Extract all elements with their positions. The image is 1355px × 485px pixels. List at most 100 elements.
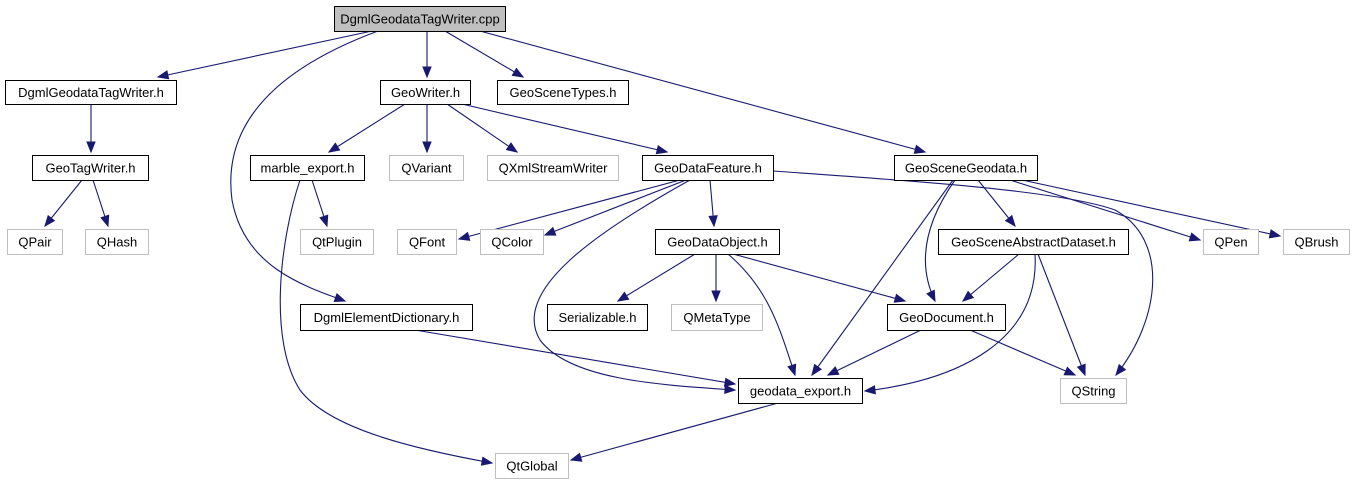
arrowhead-icon <box>961 290 975 302</box>
node-box[interactable] <box>887 304 1006 331</box>
arrowhead-icon <box>327 142 341 153</box>
node-box[interactable] <box>938 229 1129 255</box>
arrowhead-icon <box>156 70 170 80</box>
arrowhead-icon <box>616 291 630 302</box>
arrowhead-icon <box>1115 363 1127 377</box>
nodes-layer: DgmlGeodataTagWriter.cppDgmlGeodataTagWr… <box>5 6 1350 479</box>
node-geodataobject-h[interactable]: GeoDataObject.h <box>655 229 780 255</box>
node-label: QMetaType <box>683 310 750 325</box>
edge-geodatafeature_h-to-qstring <box>772 170 1154 377</box>
edge-line <box>1009 179 1201 241</box>
node-dgmlgeodatatagwriter-h[interactable]: DgmlGeodataTagWriter.h <box>5 80 177 105</box>
node-geotagwriter-h[interactable]: GeoTagWriter.h <box>32 155 149 181</box>
arrowhead-icon <box>1188 232 1202 242</box>
node-label: GeoSceneTypes.h <box>510 85 617 100</box>
edge-line <box>279 179 493 464</box>
node-qstring: QString <box>1060 378 1127 404</box>
edge-marble_export_h-to-qtplugin <box>311 179 329 228</box>
edge-dgmlelementdictionary_h-to-geodata_export_h <box>414 329 737 387</box>
arrowhead-icon <box>333 293 347 302</box>
edge-root-to-geowriter_h <box>422 31 432 79</box>
arrowhead-icon <box>723 377 737 387</box>
node-box[interactable] <box>642 155 774 181</box>
edge-geodataobject_h-to-serializable_h <box>616 253 696 302</box>
edge-line <box>444 30 524 78</box>
node-label: QtGlobal <box>506 459 557 474</box>
edge-line <box>617 253 696 302</box>
edge-line <box>544 179 687 236</box>
node-dgmlelementdictionary-h[interactable]: DgmlElementDictionary.h <box>300 304 473 331</box>
edge-line <box>414 329 736 385</box>
arrowhead-icon <box>505 142 519 153</box>
node-label: QPen <box>1214 235 1247 250</box>
node-box <box>300 229 374 255</box>
node-geowriter-h[interactable]: GeoWriter.h <box>380 80 471 105</box>
edge-geodataobject_h-to-geodata_export_h <box>727 253 797 377</box>
node-serializable-h[interactable]: Serializable.h <box>547 304 648 331</box>
arrowhead-icon <box>422 141 432 154</box>
node-box[interactable] <box>738 378 863 404</box>
arrowhead-icon <box>787 363 797 377</box>
node-label: QVariant <box>401 161 452 176</box>
node-box[interactable] <box>380 80 471 105</box>
edge-line <box>864 253 1036 392</box>
edge-line <box>157 30 373 78</box>
node-box[interactable] <box>32 155 149 181</box>
node-geosceneabstractdataset-h[interactable]: GeoSceneAbstractDataset.h <box>938 229 1129 255</box>
arrowhead-icon <box>569 452 583 462</box>
edge-geowriter_h-to-qvariant <box>422 104 432 154</box>
node-geodata-export-h[interactable]: geodata_export.h <box>738 378 863 404</box>
node-box[interactable] <box>894 155 1038 181</box>
edge-line <box>533 179 736 391</box>
edge-line <box>811 179 954 376</box>
node-box <box>671 304 763 331</box>
node-geodocument-h[interactable]: GeoDocument.h <box>887 304 1006 331</box>
node-geoscenegeodata-h[interactable]: GeoSceneGeodata.h <box>894 155 1038 181</box>
edge-geoscenegeodata_h-to-geodocument_h <box>924 179 956 303</box>
edge-geowriter_h-to-geodatafeature_h <box>461 103 669 155</box>
edge-marble_export_h-to-qtglobal <box>279 179 494 466</box>
arrowhead-icon <box>1063 366 1077 376</box>
node-label: QBrush <box>1294 235 1338 250</box>
arrowhead-icon <box>422 66 432 79</box>
edge-geoscenegeodata_h-to-geodata_export_h <box>811 179 954 377</box>
edge-geodataobject_h-to-qmetatype <box>711 254 721 303</box>
node-qpen: QPen <box>1203 229 1259 255</box>
node-box[interactable] <box>655 229 780 255</box>
edge-line <box>969 329 1076 376</box>
node-box <box>85 229 149 255</box>
edge-geowriter_h-to-marble_export_h <box>327 103 406 153</box>
node-geodatafeature-h[interactable]: GeoDataFeature.h <box>642 155 774 181</box>
edge-line <box>727 253 796 376</box>
node-root[interactable]: DgmlGeodataTagWriter.cpp <box>334 6 506 32</box>
node-box[interactable] <box>547 304 648 331</box>
edge-geoscenegeodata_h-to-qbrush <box>1021 179 1282 239</box>
node-box[interactable] <box>250 155 365 181</box>
arrowhead-icon <box>811 363 822 377</box>
edge-geowriter_h-to-qxmlstreamwriter <box>446 103 519 153</box>
node-box <box>487 155 619 181</box>
edge-line <box>827 329 922 376</box>
edge-geosceneabstractdataset_h-to-qstring <box>1037 253 1086 377</box>
node-box[interactable] <box>300 304 473 331</box>
node-label: GeoSceneGeodata.h <box>905 161 1027 176</box>
node-box[interactable] <box>334 6 506 32</box>
node-geoscenetypes-h[interactable]: GeoSceneTypes.h <box>497 80 629 105</box>
node-box[interactable] <box>497 80 629 105</box>
edge-geodata_export_h-to-qtglobal <box>569 402 779 462</box>
edge-line <box>732 253 906 302</box>
node-box <box>495 453 569 479</box>
node-marble-export-h[interactable]: marble_export.h <box>250 155 365 181</box>
edge-geodatafeature_h-to-qcolor <box>543 179 687 236</box>
node-qtglobal: QtGlobal <box>495 453 569 479</box>
node-box <box>397 229 457 255</box>
node-qmetatype: QMetaType <box>671 304 763 331</box>
edge-line <box>230 30 379 302</box>
edge-line <box>772 170 1154 376</box>
node-label: QString <box>1071 384 1115 399</box>
arrowhead-icon <box>863 385 876 395</box>
node-label: GeoDocument.h <box>899 310 994 325</box>
node-qvariant: QVariant <box>389 155 464 181</box>
node-box[interactable] <box>5 80 177 105</box>
